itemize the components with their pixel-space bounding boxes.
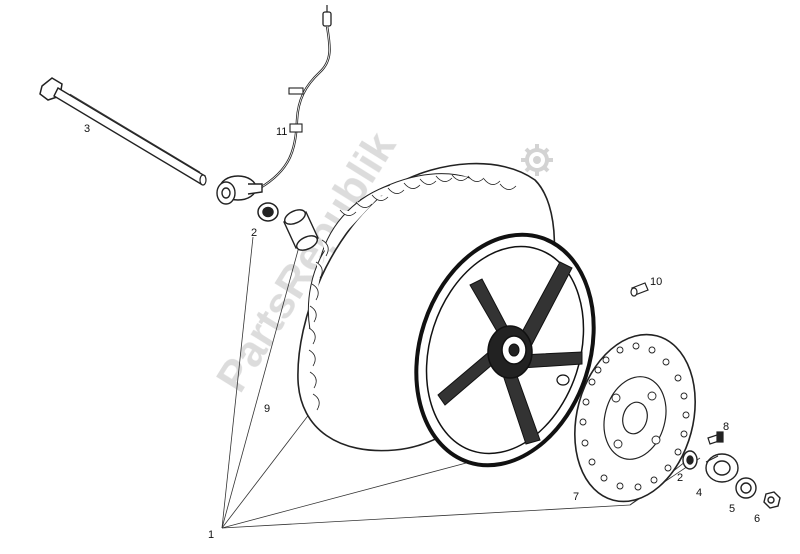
- callout-1: 1: [208, 529, 214, 541]
- brake-disc: [574, 333, 696, 503]
- axle: [39, 77, 207, 186]
- callouts: 1 2 2 3 4 5 6 7 8 9 10 11: [84, 123, 760, 541]
- wheel-rim: [414, 232, 596, 468]
- screw-right: [707, 431, 724, 445]
- dust-seal: [735, 477, 757, 499]
- wheel-spokes: [437, 261, 583, 445]
- wheel-hub: [487, 325, 533, 379]
- callout-9: 9: [264, 403, 270, 415]
- speedometer-drive: [216, 175, 263, 205]
- spacer: [283, 209, 319, 251]
- bearing-right: [682, 450, 698, 470]
- callout-10: 10: [650, 276, 662, 288]
- axle-nut: [763, 491, 781, 509]
- gear-icon: [521, 144, 553, 176]
- callout-8: 8: [723, 421, 729, 433]
- speedometer-cable: [216, 5, 332, 205]
- callout-4: 4: [696, 487, 702, 499]
- callout-2-left: 2: [251, 227, 257, 239]
- callout-2-right: 2: [677, 472, 683, 484]
- callout-11: 11: [276, 126, 287, 138]
- bearing-left: [257, 202, 279, 222]
- disc-screw: [630, 282, 649, 297]
- callout-3: 3: [84, 123, 90, 135]
- callout-6: 6: [754, 513, 760, 525]
- callout-7: 7: [573, 491, 579, 503]
- callout-5: 5: [729, 503, 735, 515]
- spacer-flange: [705, 453, 739, 483]
